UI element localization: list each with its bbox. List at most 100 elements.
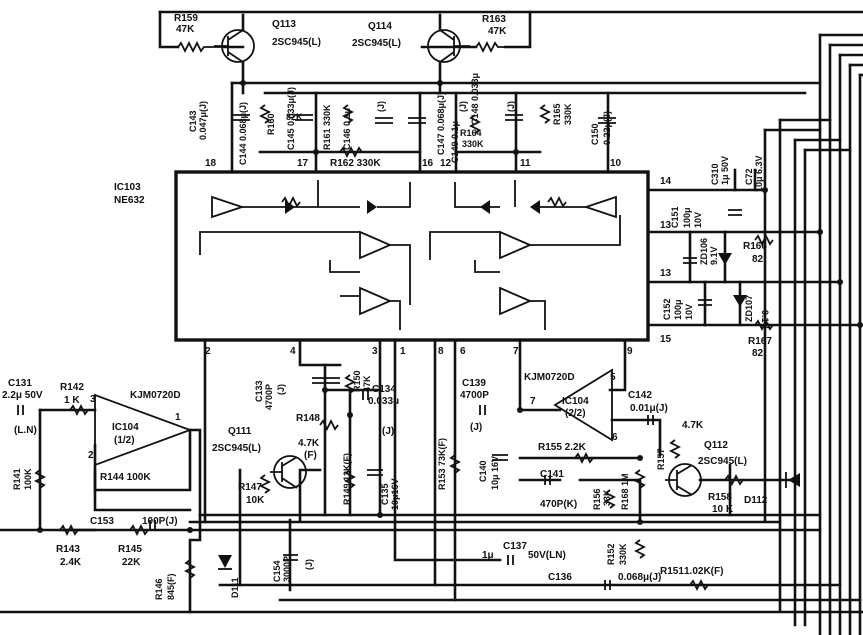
pin-13a: 13 bbox=[660, 220, 672, 231]
label-c153: C153 bbox=[90, 516, 114, 527]
label-zd106-value: 9.1V bbox=[709, 246, 719, 265]
label-d111: D111 bbox=[230, 577, 240, 598]
label-r151: R151 bbox=[660, 566, 684, 577]
label-q112-value: 2SC945(L) bbox=[698, 456, 747, 467]
pin-12: 12 bbox=[440, 158, 452, 169]
label-c136: C136 bbox=[548, 572, 572, 583]
label-c142: C142 bbox=[628, 390, 652, 401]
label-c151: C151 bbox=[670, 206, 680, 228]
label-r160: R160 bbox=[266, 113, 276, 135]
label-r165-value: 330K bbox=[563, 103, 573, 125]
label-c135-value: 10μ16V bbox=[390, 478, 400, 510]
label-c141-value: 470P(K) bbox=[540, 499, 577, 510]
label-c140-value: 10μ 16V bbox=[490, 456, 500, 490]
label-q112: Q112 bbox=[704, 440, 728, 451]
label-c148-j1: (J) bbox=[458, 101, 468, 112]
pin-3: 3 bbox=[372, 346, 378, 357]
label-r165: R165 bbox=[552, 103, 562, 125]
transistor-q111 bbox=[270, 455, 307, 489]
label-c145: C145 0.033μ(J) bbox=[286, 87, 296, 150]
pin-4: 4 bbox=[290, 346, 296, 357]
label-r148-value: 4.7K bbox=[298, 438, 320, 449]
label-r161: R161 330K bbox=[322, 104, 332, 150]
pin-op2-7: 7 bbox=[530, 396, 536, 407]
label-c147: C147 0.068μ(J) bbox=[436, 92, 446, 155]
label-c134-value: 0.033μ bbox=[368, 396, 399, 407]
label-c136-value: 0.068μ(J) bbox=[618, 572, 661, 583]
transistor-q112 bbox=[665, 463, 702, 497]
label-r149: R149 12K(F) bbox=[342, 453, 352, 505]
pin-11: 11 bbox=[520, 158, 531, 169]
label-r156: R156 bbox=[592, 488, 602, 510]
label-c139: C139 bbox=[462, 378, 486, 389]
label-c148-j2: (J) bbox=[506, 101, 516, 112]
label-r150-value: 47K bbox=[362, 375, 372, 392]
label-r147-value: 10K bbox=[246, 495, 265, 506]
transistor-q114 bbox=[427, 29, 470, 63]
label-r157: R157 bbox=[656, 448, 666, 470]
label-r146: R146 bbox=[154, 578, 164, 600]
pin-10: 10 bbox=[610, 158, 622, 169]
pin-16: 16 bbox=[422, 158, 434, 169]
label-c133-value: 4700P bbox=[264, 384, 274, 410]
label-r156-value: 33K bbox=[602, 489, 612, 506]
label-c142-value: 0.01μ(J) bbox=[630, 403, 668, 414]
label-c310-value: 1μ 50V bbox=[720, 156, 730, 185]
label-c152-voltage: 10V bbox=[684, 304, 694, 320]
pin-op1-1: 1 bbox=[175, 412, 181, 423]
label-r166: R166 bbox=[743, 241, 767, 252]
label-c139-value: 4700P bbox=[460, 390, 489, 401]
opamp-ic104-1 bbox=[94, 393, 193, 467]
label-c146-j: (J) bbox=[376, 101, 386, 112]
opamp-ic104-2 bbox=[553, 368, 613, 442]
resistors bbox=[33, 40, 774, 592]
label-c141: C141 bbox=[540, 469, 564, 480]
label-c131-value: 2.2μ 50V bbox=[2, 390, 43, 401]
label-c134: C134 bbox=[372, 384, 396, 395]
label-c133-j: (J) bbox=[276, 384, 286, 395]
label-c140: C140 bbox=[478, 460, 488, 482]
label-c143: C143 bbox=[188, 110, 198, 132]
label-kjm-1: KJM0720D bbox=[130, 390, 181, 401]
label-r163-value: 47K bbox=[488, 26, 507, 37]
label-r164: R164 bbox=[460, 128, 482, 138]
label-c154-j: (J) bbox=[304, 559, 314, 570]
label-q111: Q111 bbox=[228, 426, 252, 437]
pin-8: 8 bbox=[438, 346, 444, 357]
label-r159-value: 47K bbox=[176, 24, 195, 35]
ic103-package bbox=[174, 170, 650, 342]
label-c148: C148 0.033μ bbox=[470, 73, 480, 125]
label-c135: C135 bbox=[380, 483, 390, 505]
label-c146: C146 0.1μ bbox=[342, 108, 352, 150]
label-r148-f: (F) bbox=[304, 450, 317, 461]
pin-2: 2 bbox=[205, 346, 211, 357]
junctions bbox=[37, 80, 863, 533]
label-r162: R162 330K bbox=[330, 158, 381, 169]
label-kjm-2: KJM0720D bbox=[524, 372, 575, 383]
pin-13b: 13 bbox=[660, 268, 672, 279]
label-r155: R155 2.2K bbox=[538, 442, 587, 453]
label-r147: R147 bbox=[238, 482, 262, 493]
label-c149: C149 0.1μ bbox=[450, 121, 460, 163]
label-r159: R159 bbox=[174, 13, 198, 24]
label-r160-value: 82K bbox=[286, 112, 303, 122]
pin-15: 15 bbox=[660, 334, 672, 345]
label-c151-voltage: 10V bbox=[693, 212, 703, 228]
pin-9: 9 bbox=[627, 346, 633, 357]
wires bbox=[0, 10, 863, 635]
label-r157-value: 4.7K bbox=[682, 420, 704, 431]
label-q111-value: 2SC945(L) bbox=[212, 443, 261, 454]
label-q113-value: 2SC945(L) bbox=[272, 37, 321, 48]
label-r152-value: 330K bbox=[618, 543, 628, 565]
label-r144: R144 100K bbox=[100, 472, 151, 483]
label-r141: R141 bbox=[12, 468, 22, 490]
label-r153: R153 73K(F) bbox=[437, 438, 447, 490]
pin-6: 6 bbox=[460, 346, 466, 357]
pin-14: 14 bbox=[660, 176, 672, 187]
label-r151-value: 1.02K(F) bbox=[684, 566, 723, 577]
pin-1: 1 bbox=[400, 346, 406, 357]
transistor-q113 bbox=[214, 29, 255, 63]
label-r142: R142 bbox=[60, 382, 84, 393]
label-r168: R168 1M bbox=[620, 473, 630, 510]
